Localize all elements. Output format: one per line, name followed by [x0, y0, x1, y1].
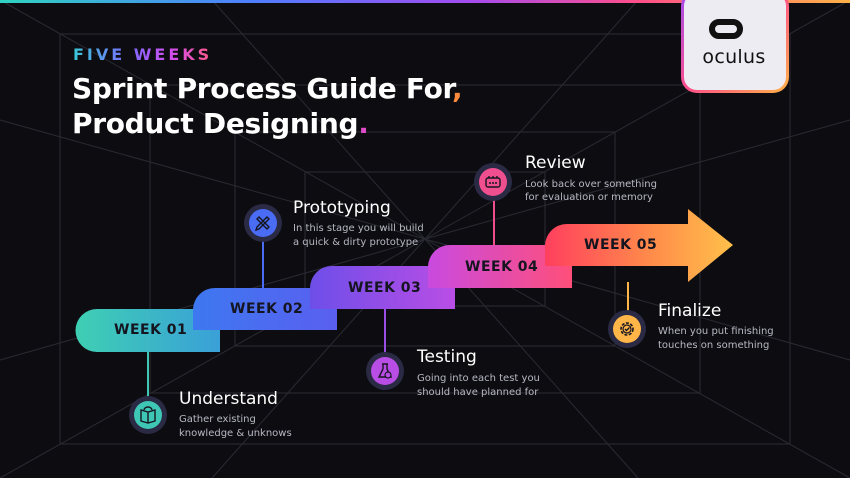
- week-01-label: WEEK 01: [114, 322, 188, 338]
- title-comma: ,: [451, 72, 463, 105]
- page-title-line-2: Product Designing.: [72, 107, 369, 140]
- week-03-label: WEEK 03: [348, 280, 422, 296]
- week-02-title: Prototyping: [293, 198, 391, 218]
- week-01-title: Understand: [179, 389, 278, 409]
- header-kicker: FIVE WEEKS: [73, 45, 213, 64]
- week-03-icon-badge: [366, 352, 404, 390]
- book-icon: [140, 406, 156, 424]
- week-05-desc-line-1: When you put finishing: [658, 326, 774, 337]
- week-01-connector: [147, 352, 149, 397]
- week-04-desc-line-2: for evaluation or memory: [525, 192, 653, 203]
- week-02-desc-line-1: In this stage you will build: [293, 223, 424, 234]
- week-04-icon-badge: [474, 163, 512, 201]
- week-01-icon-badge: [129, 396, 167, 434]
- week-04-label: WEEK 04: [465, 259, 539, 275]
- top-gradient-bar: [0, 0, 850, 3]
- week-03-ribbon: [310, 266, 455, 309]
- flask-icon: [377, 363, 393, 379]
- week-04-connector: [493, 200, 495, 245]
- week-05-desc-line-2: touches on something: [658, 340, 770, 351]
- oculus-logo-card: [681, 0, 789, 93]
- week-02-desc-line-2: a quick & dirty prototype: [293, 237, 419, 248]
- week-04-title: Review: [525, 153, 586, 173]
- week-01-desc-line-1: Gather existing: [179, 414, 256, 425]
- week-02-icon-badge: [244, 204, 282, 242]
- week-01-ribbon: [75, 309, 220, 352]
- week-02-connector: [262, 240, 264, 288]
- oculus-logo-icon: [709, 19, 743, 39]
- week-02-label: WEEK 02: [230, 301, 304, 317]
- page-title-line-1: Sprint Process Guide For,: [72, 72, 463, 105]
- title-period: .: [358, 107, 369, 140]
- week-03-title: Testing: [417, 347, 477, 367]
- week-05-connector: [627, 282, 629, 312]
- gear-check-icon: [620, 322, 634, 336]
- review-icon: [485, 176, 501, 188]
- week-03-connector: [384, 309, 386, 354]
- pencil-ruler-icon: [254, 216, 270, 232]
- week-01-desc-line-2: knowledge & unknows: [179, 428, 292, 439]
- week-05-icon-badge: [608, 310, 646, 348]
- week-05-title: Finalize: [658, 301, 722, 321]
- oculus-logo-text: oculus: [702, 46, 766, 68]
- week-05-arrow: [545, 209, 733, 282]
- week-04-ribbon: [428, 245, 572, 288]
- week-03-desc-line-2: should have planned for: [417, 387, 539, 398]
- week-04-desc-line-1: Look back over something: [525, 179, 657, 190]
- week-03-desc-line-1: Going into each test you: [417, 373, 540, 384]
- week-05-label: WEEK 05: [584, 237, 658, 253]
- week-02-ribbon: [193, 288, 337, 330]
